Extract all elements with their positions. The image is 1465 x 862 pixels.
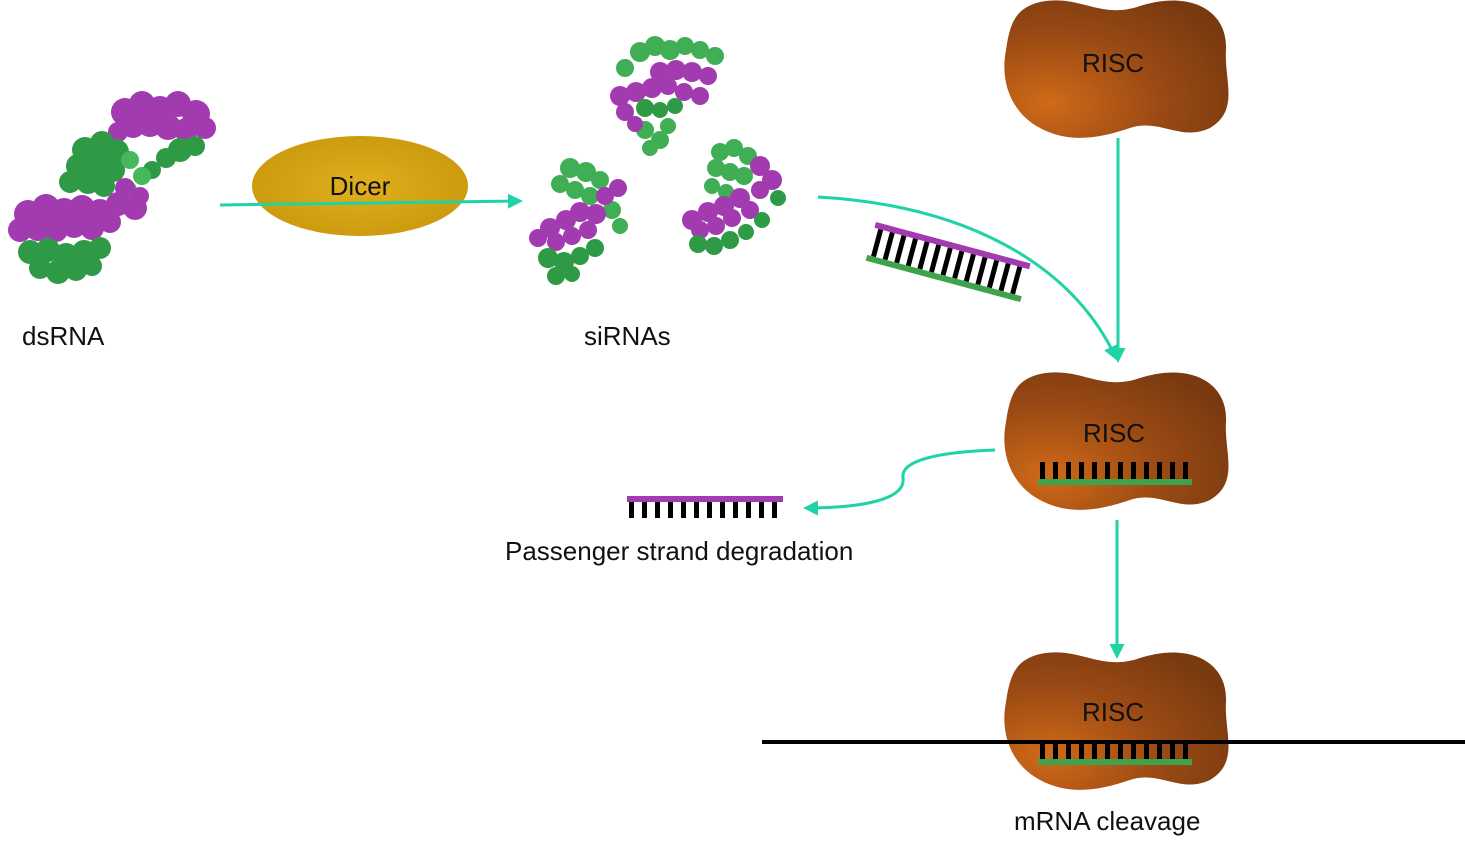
arrow-sirnas-to-risc <box>817 195 1118 361</box>
cleavage-label: mRNA cleavage <box>1014 806 1200 836</box>
risc-bottom-label: RISC <box>1082 697 1144 727</box>
dicer-label: Dicer <box>330 171 391 201</box>
dicer-shape <box>252 136 468 236</box>
sirnas-label: siRNAs <box>584 321 671 351</box>
dsrna-label: dsRNA <box>22 321 105 351</box>
sirna-molecule-top <box>610 36 724 156</box>
sirna-molecule-right <box>682 139 786 255</box>
dicer-enzyme: Dicer <box>252 136 468 236</box>
guide-strand-middle <box>1038 462 1192 485</box>
risc-top-shape <box>1004 0 1229 138</box>
guide-strand-bottom <box>1038 744 1192 765</box>
passenger-label: Passenger strand degradation <box>505 536 853 566</box>
risc-top: RISC <box>1004 0 1229 138</box>
sirna-molecule-left <box>529 158 628 285</box>
sirna-duplex <box>865 222 1031 303</box>
risc-top-label: RISC <box>1082 48 1144 78</box>
arrow-dsrna-to-sirnas <box>219 193 523 209</box>
risc-middle: RISC <box>1004 372 1229 510</box>
risc-middle-label: RISC <box>1083 418 1145 448</box>
passenger-strand <box>627 496 783 518</box>
risc-bottom: RISC <box>1004 652 1229 790</box>
arrow-risc-to-passenger <box>803 448 996 516</box>
dsrna-molecule <box>8 91 216 284</box>
duplex-base-pairs <box>871 228 1023 295</box>
